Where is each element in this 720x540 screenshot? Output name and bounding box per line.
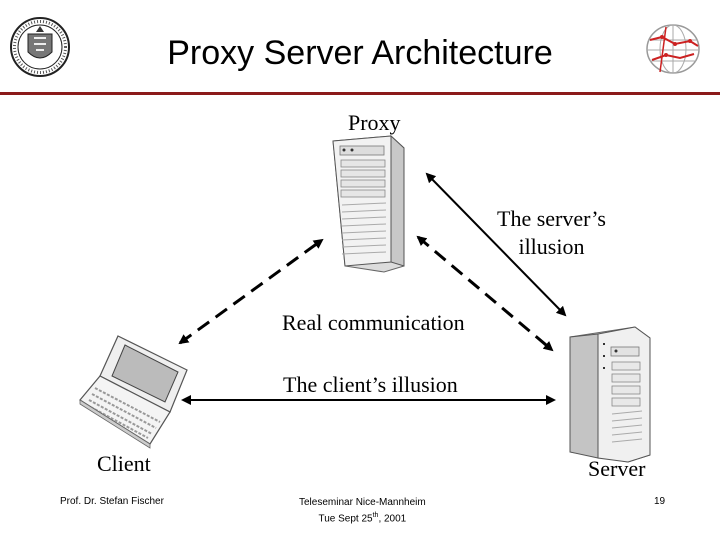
footer-date-suffix-sup: th	[372, 512, 379, 519]
real-communication-arrow-client-proxy	[178, 238, 324, 345]
footer-event: Teleseminar Nice-Mannheim Tue Sept 25th,…	[299, 496, 426, 525]
server-tower-icon	[569, 326, 651, 463]
client-label: Client	[97, 451, 151, 476]
footer-date-prefix: Tue Sept 25	[318, 513, 373, 525]
server-illusion-label: The server’s illusion	[497, 205, 606, 261]
client-illusion-label: The client’s illusion	[283, 372, 458, 397]
real-communication-label: Real communication	[282, 310, 465, 335]
server-illusion-label-line2: illusion	[518, 234, 585, 259]
proxy-label: Proxy	[348, 110, 401, 135]
slide-title: Proxy Server Architecture	[167, 34, 553, 72]
title-underline	[0, 92, 720, 95]
server-label: Server	[588, 456, 646, 481]
page-number: 19	[654, 496, 666, 507]
footer-event-line1: Teleseminar Nice-Mannheim	[299, 497, 426, 508]
proxy-server-tower-icon	[332, 134, 405, 273]
server-illusion-label-line1: The server’s	[497, 206, 606, 231]
laptop-client-icon	[79, 335, 188, 449]
globe-logo	[646, 24, 700, 74]
server-illusion-arrow	[425, 172, 567, 317]
university-seal-logo	[10, 17, 70, 77]
footer-author: Prof. Dr. Stefan Fischer	[60, 496, 164, 507]
footer-date-year: , 2001	[378, 513, 407, 525]
